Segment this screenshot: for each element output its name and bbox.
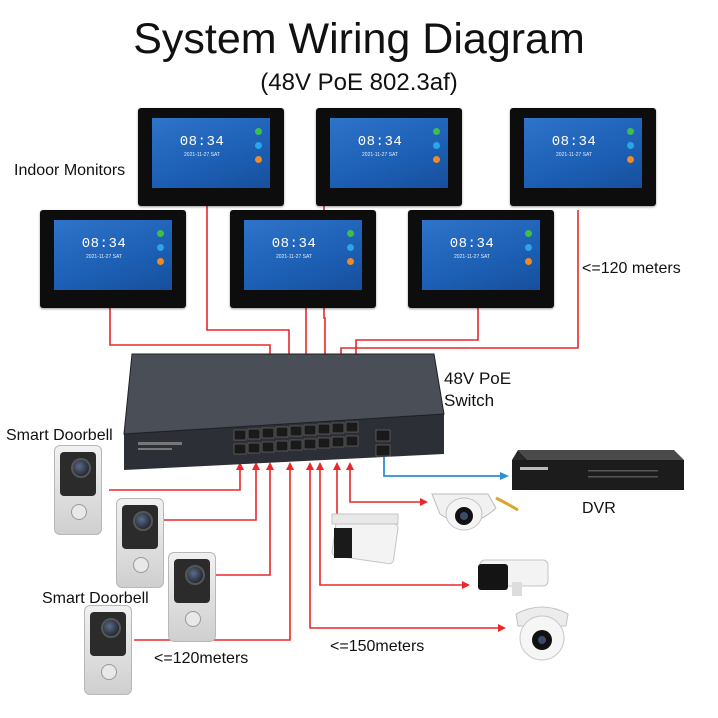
label-distance-cameras: <=150meters — [330, 638, 425, 655]
label-indoor-monitors: Indoor Monitors — [14, 162, 126, 179]
arrowhead — [462, 581, 470, 589]
arrowhead-uplink — [500, 472, 509, 480]
label-smart-doorbell-top: Smart Doorbell — [6, 427, 113, 444]
diagram-title: System Wiring Diagram — [133, 15, 585, 63]
arrowhead — [420, 498, 428, 506]
dome-camera — [431, 493, 519, 531]
turret-camera — [515, 606, 569, 661]
label-poe-switch: 48V PoE Switch — [444, 369, 512, 410]
arrowhead — [498, 624, 506, 632]
smart-doorbell-4 — [84, 605, 132, 695]
bullet-camera-left — [331, 513, 399, 565]
arrowhead — [252, 462, 260, 470]
arrowhead — [346, 462, 354, 470]
wire-doorbell-3 — [214, 464, 271, 576]
smart-doorbell-3 — [168, 552, 216, 642]
poe-switch — [123, 353, 445, 470]
arrowhead — [236, 462, 244, 470]
diagram-subtitle: (48V PoE 802.3af) — [260, 69, 458, 96]
smart-doorbell-1 — [54, 445, 102, 535]
wire-camera-dome — [349, 464, 420, 503]
smart-doorbell-2 — [116, 498, 164, 588]
bullet-camera-right — [478, 559, 549, 596]
label-distance-monitors: <=120 meters — [582, 260, 681, 277]
label-distance-doorbells: <=120meters — [154, 650, 249, 667]
wire-doorbell-1 — [109, 464, 241, 491]
wire-doorbell-2 — [164, 464, 257, 521]
arrowhead — [333, 462, 341, 470]
dvr-recorder — [512, 450, 684, 490]
arrowhead — [266, 462, 274, 470]
label-smart-doorbell-bottom: Smart Doorbell — [42, 590, 149, 607]
wire-camera-bullet-right — [319, 464, 462, 586]
arrowhead — [306, 462, 314, 470]
wire-camera-turret — [309, 464, 500, 629]
arrowhead — [316, 462, 324, 470]
arrowhead — [286, 462, 294, 470]
label-dvr: DVR — [582, 500, 616, 517]
